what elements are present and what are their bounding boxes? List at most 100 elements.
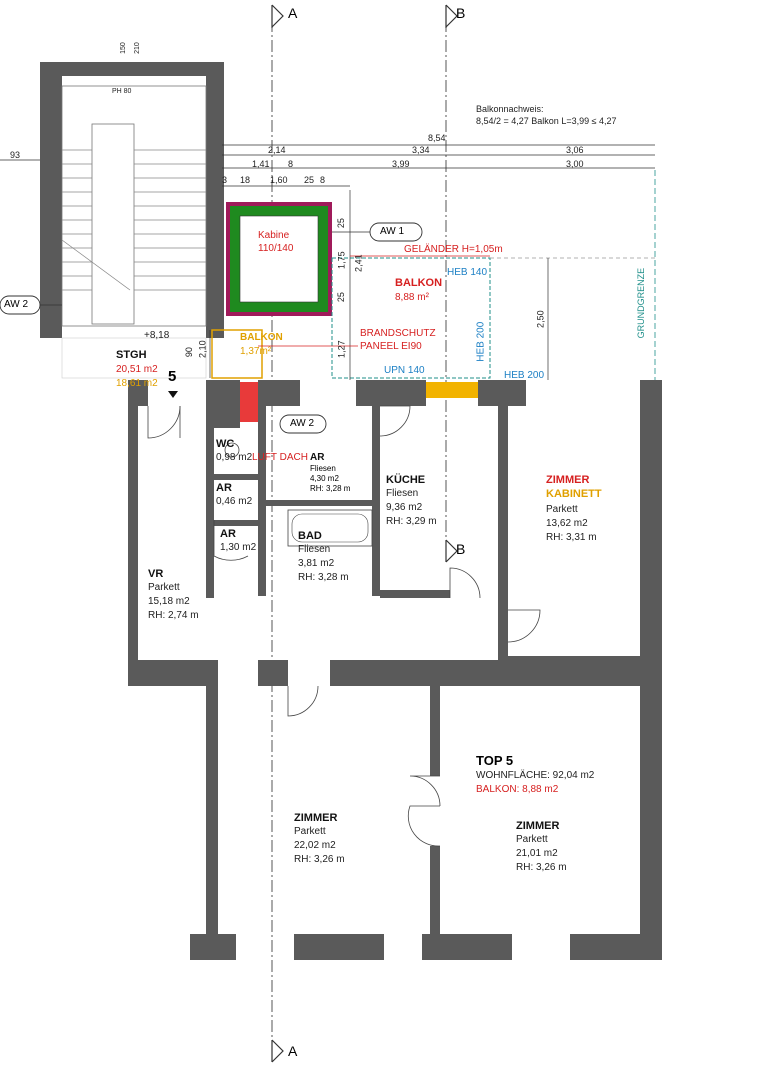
apartment-walls xyxy=(128,380,662,960)
section-label-b-top: B xyxy=(456,5,466,21)
kabine-size: 110/140 xyxy=(258,243,294,254)
dim-ph80: PH 80 xyxy=(112,88,132,95)
ar1-area: 0,46 m2 xyxy=(216,496,253,507)
dim-175: 1,75 xyxy=(336,251,347,269)
heb200-h-label: HEB 200 xyxy=(504,370,545,381)
dim-25a: 25 xyxy=(304,175,315,185)
section-marker-a-bottom xyxy=(271,1039,284,1063)
top-wohnflaeche: WOHNFLÄCHE: 92,04 m2 xyxy=(476,770,595,781)
dim-160: 1,60 xyxy=(270,175,288,185)
ar3-floor: Fliesen xyxy=(310,464,336,473)
balcony-outline xyxy=(331,257,491,379)
vr-rh: RH: 2,74 m xyxy=(148,610,199,621)
wc-area: 0,98 m2 xyxy=(216,452,253,463)
dim-210b: 2,10 xyxy=(197,340,208,358)
dim-8b: 8 xyxy=(320,175,326,185)
kueche-area: 9,36 m2 xyxy=(386,502,423,513)
zimmer-right-rh: RH: 3,26 m xyxy=(516,862,567,873)
grundgrenze-label: GRUNDGRENZE xyxy=(636,267,647,339)
dim-334: 3,34 xyxy=(412,145,430,155)
bad-floor: Fliesen xyxy=(298,544,331,555)
stgh-area1: 20,51 m2 xyxy=(116,364,158,375)
dim-210: 210 xyxy=(133,42,141,54)
kueche-name: KÜCHE xyxy=(386,474,426,486)
vr-floor: Parkett xyxy=(148,582,180,593)
aw2-mid-bubble xyxy=(279,414,327,434)
zimmer-right-name: ZIMMER xyxy=(516,820,560,832)
kueche-rh: RH: 3,29 m xyxy=(386,516,437,527)
heb200-v-label: HEB 200 xyxy=(475,321,487,362)
aw1-label: AW 1 xyxy=(380,226,405,237)
luft-dach-label: LUFT DACH xyxy=(252,452,308,463)
dim-18: 18 xyxy=(240,175,251,185)
top-title: TOP 5 xyxy=(476,753,514,768)
dim-300: 3,00 xyxy=(566,159,584,169)
bathtub-inner xyxy=(291,513,369,543)
zimmer-right-area: 21,01 m2 xyxy=(516,848,558,859)
small-balkon-name: BALKON xyxy=(240,332,283,343)
ar3-name: AR xyxy=(310,452,325,463)
dim-3: 3 xyxy=(222,175,228,185)
kabinett-name: ZIMMER xyxy=(546,474,590,486)
section-marker-b-mid xyxy=(445,539,458,563)
brandschutz-1: BRANDSCHUTZ xyxy=(360,328,436,339)
lift-cabin xyxy=(239,215,319,303)
section-label-b-mid: B xyxy=(456,541,466,557)
ar3-area: 4,30 m2 xyxy=(310,474,339,483)
balkon-note-text: 8,54/2 = 4,27 Balkon L=3,99 ≤ 4,27 xyxy=(476,116,617,126)
entry-arrow xyxy=(168,391,178,398)
zimmer-left-rh: RH: 3,26 m xyxy=(294,854,345,865)
aw2-mid-label: AW 2 xyxy=(290,418,315,429)
dim-8: 8 xyxy=(288,159,294,169)
kabinett-floor: Parkett xyxy=(546,504,578,515)
balkon-name: BALKON xyxy=(395,277,443,289)
dim-854: 8,54 xyxy=(428,133,446,143)
kueche-floor: Fliesen xyxy=(386,488,419,499)
stgh-name: STGH xyxy=(116,349,147,361)
dim-25b: 25 xyxy=(335,218,346,229)
top-number: 5 xyxy=(168,368,177,385)
zimmer-left-area: 22,02 m2 xyxy=(294,840,336,851)
dim-141: 1,41 xyxy=(252,159,270,169)
ar2-area: 1,30 m2 xyxy=(220,542,257,553)
wc-name: WC xyxy=(216,438,235,450)
dim-150: 150 xyxy=(119,42,127,54)
dim-93: 93 xyxy=(10,150,21,160)
dim-399: 3,99 xyxy=(392,159,410,169)
small-balcony xyxy=(211,329,263,379)
kabine-label: Kabine xyxy=(258,230,290,241)
aw2-left-label: AW 2 xyxy=(4,299,29,310)
bad-area: 3,81 m2 xyxy=(298,558,335,569)
balkon-area: 8,88 m² xyxy=(395,292,429,303)
fire-panel xyxy=(240,382,258,422)
door-yellow xyxy=(426,382,478,398)
bad-name: BAD xyxy=(298,530,322,542)
toilet xyxy=(224,442,240,458)
upn140-label: UPN 140 xyxy=(384,365,425,376)
dim-250: 2,50 xyxy=(535,310,546,328)
dimension-lines xyxy=(0,144,655,380)
zimmer-right-floor: Parkett xyxy=(516,834,548,845)
vr-area: 15,18 m2 xyxy=(148,596,190,607)
top-balkon: BALKON: 8,88 m2 xyxy=(476,784,559,795)
vr-name: VR xyxy=(148,568,164,580)
dim-214: 2,14 xyxy=(268,145,286,155)
bathtub xyxy=(287,509,373,547)
dim-127: 1,27 xyxy=(336,340,347,358)
level-label: +8,18 xyxy=(144,330,170,341)
zimmer-left-floor: Parkett xyxy=(294,826,326,837)
balkon-note-title: Balkonnachweis: xyxy=(476,104,544,114)
door-swings xyxy=(147,405,541,847)
section-label-a-bottom: A xyxy=(288,1043,298,1059)
stair-landing-edge xyxy=(61,337,207,379)
dim-90: 90 xyxy=(183,347,194,358)
kabinett-rh: RH: 3,31 m xyxy=(546,532,597,543)
dim-306: 3,06 xyxy=(566,145,584,155)
zimmer-left-name: ZIMMER xyxy=(294,812,338,824)
bad-rh: RH: 3,28 m xyxy=(298,572,349,583)
small-balkon-area: 1,37m² xyxy=(240,346,272,357)
brandschutz-2: PANEEL EI90 xyxy=(360,341,422,352)
dim-241: 2,41 xyxy=(353,254,364,272)
stair-core xyxy=(40,62,224,338)
